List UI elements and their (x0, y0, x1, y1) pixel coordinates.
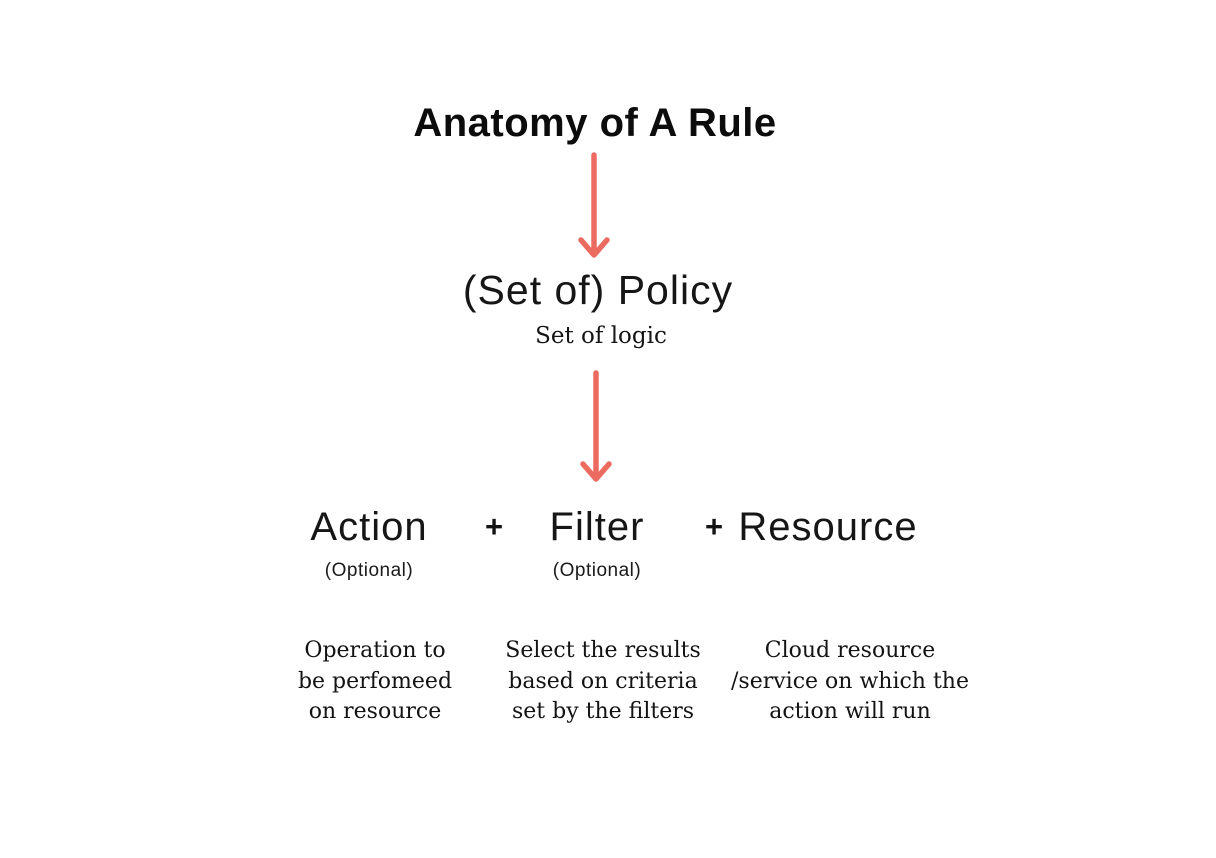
resource-description: Cloud resource /service on which the act… (718, 636, 982, 728)
description-line: based on criteria (508, 668, 698, 694)
component-action: Action (Optional) (279, 503, 459, 582)
component-resource: Resource (723, 503, 933, 551)
down-arrow-icon (578, 152, 610, 258)
description-line: on resource (308, 699, 442, 724)
filter-label: Filter (549, 505, 645, 549)
component-filter: Filter (Optional) (507, 503, 687, 582)
description-line: set by the filters (511, 699, 695, 724)
description-line: action will run (769, 699, 931, 724)
policy-heading: (Set of) Policy (462, 267, 734, 313)
description-line: Cloud resource (764, 638, 936, 663)
description-line: Operation to (304, 638, 446, 663)
filter-description: Select the results based on criteria set… (475, 636, 731, 728)
description-line: /service on which the (731, 668, 969, 694)
diagram-title: Anatomy of A Rule (413, 101, 777, 145)
plus-operator: + (484, 509, 504, 544)
down-arrow-stroke (578, 152, 610, 258)
filter-optional-label: (Optional) (552, 560, 642, 581)
down-arrow-stroke (580, 370, 612, 482)
policy-subheading: Set of logic (535, 323, 667, 349)
description-line: be perfomeed (297, 668, 453, 694)
action-label: Action (310, 505, 428, 549)
resource-label: Resource (738, 505, 918, 549)
down-arrow-icon (580, 370, 612, 482)
action-optional-label: (Optional) (324, 560, 414, 581)
action-description: Operation to be perfomeed on resource (262, 636, 488, 728)
plus-operator: + (704, 509, 724, 544)
description-line: Select the results (505, 638, 701, 663)
